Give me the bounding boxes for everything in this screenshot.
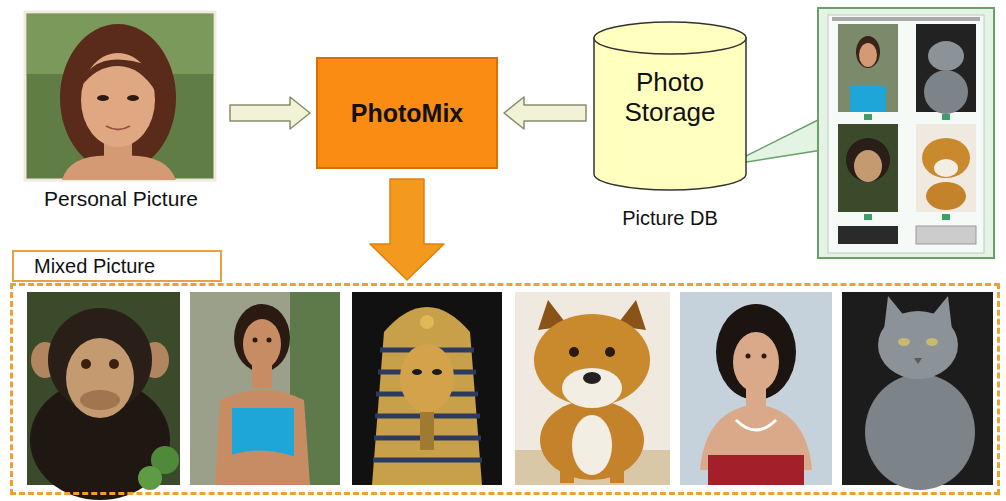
mixed-woman	[232, 408, 294, 456]
mixed-cg-woman	[762, 354, 767, 359]
output-region: Mixed Picture	[10, 283, 1000, 495]
personal-photo	[25, 12, 215, 180]
mixed-cat	[842, 292, 993, 490]
mixed-woman	[267, 338, 272, 343]
storage-callout	[942, 214, 950, 220]
mixed-woman	[234, 304, 290, 372]
storage-callout	[864, 114, 872, 120]
personal-photo	[25, 12, 215, 180]
mixed-pharaoh	[352, 292, 502, 485]
mixed-woman	[190, 292, 340, 485]
mixed-woman	[190, 292, 340, 485]
input-block-arrow	[230, 97, 310, 129]
mixed-pharaoh	[352, 292, 502, 485]
mixed-woman	[215, 390, 310, 485]
storage-callout	[838, 226, 898, 244]
mixed-pharaoh	[420, 315, 434, 329]
mixed-bulldog	[569, 347, 579, 357]
storage-callout	[924, 70, 968, 114]
storage-callout	[846, 138, 890, 182]
mixed-cg-woman	[708, 455, 804, 485]
personal-photo	[80, 60, 156, 92]
storage-callout	[850, 86, 886, 112]
mixed-chimp	[80, 390, 120, 410]
database-cylinder: Photo StoragePicture DB	[592, 20, 748, 234]
mixed-cat	[898, 338, 910, 346]
cylinder-body	[594, 38, 746, 190]
photo-node: Personal Picture	[18, 8, 224, 216]
mixed-cg-woman	[716, 304, 796, 400]
mixed-chimp	[109, 359, 119, 369]
mixed-chimp	[30, 380, 170, 500]
mixed-bulldog	[583, 372, 601, 384]
mixed-pharaoh	[400, 344, 454, 412]
mixed-bulldog	[540, 400, 644, 480]
database-caption: Picture DB	[622, 207, 718, 234]
database-label: Photo Storage	[605, 68, 735, 128]
mixed-cg-woman	[733, 332, 779, 392]
personal-photo	[106, 126, 130, 130]
mixed-cg-woman	[736, 420, 776, 430]
mixed-chimp	[138, 466, 162, 490]
storage-callout	[864, 214, 872, 220]
storage-callout	[916, 124, 976, 212]
mixed-chimp	[81, 359, 91, 369]
mixed-chimp	[66, 338, 134, 418]
cylinder-top	[594, 22, 746, 54]
mixed-woman	[243, 319, 281, 369]
mixed-bulldog	[610, 465, 624, 483]
mixed-pharaoh	[412, 369, 422, 375]
storage-callout	[942, 114, 950, 120]
mixed-woman	[218, 450, 308, 480]
storage-callout	[928, 41, 964, 71]
mixed-bulldog	[515, 292, 670, 485]
process-label: PhotoMix	[351, 99, 464, 128]
storage-callout	[838, 124, 898, 212]
output-block-arrow	[370, 179, 444, 280]
mixed-bulldog	[560, 465, 574, 483]
mixed-woman	[253, 338, 258, 343]
personal-photo	[127, 95, 139, 101]
mixed-bulldog	[515, 292, 670, 485]
storage-callout	[838, 24, 898, 112]
storage-callout	[832, 17, 980, 21]
storage-callout	[926, 182, 966, 210]
mixed-cat	[878, 311, 958, 379]
mixed-bulldog	[572, 415, 612, 475]
photo-caption: Personal Picture	[44, 187, 198, 211]
region-heading: Mixed Picture	[14, 255, 155, 278]
personal-photo	[81, 53, 155, 147]
mixed-bulldog	[562, 368, 622, 408]
storage-callout	[728, 8, 994, 258]
mixed-cg-woman	[746, 354, 751, 359]
storage-callout	[828, 15, 984, 253]
mixed-cat	[926, 338, 938, 346]
mixed-cg-woman	[680, 292, 832, 485]
personal-photo	[60, 24, 176, 172]
storage-callout	[922, 138, 970, 178]
storage-callout	[916, 226, 976, 244]
mixed-chimp	[27, 292, 180, 500]
process-box: PhotoMix	[316, 57, 498, 169]
storage-callout	[854, 150, 882, 182]
mixed-cg-woman	[680, 292, 832, 485]
personal-photo	[97, 95, 109, 101]
tab-label-box: Mixed Picture	[12, 250, 222, 282]
mixed-pharaoh	[372, 307, 482, 485]
storage-callout	[934, 159, 958, 177]
mixed-pharaoh	[420, 412, 434, 450]
mixed-pharaoh	[432, 369, 442, 375]
mixed-cat	[914, 358, 922, 364]
input-block-arrow	[504, 97, 586, 129]
storage-callout	[818, 8, 994, 258]
storage-callout	[859, 43, 877, 67]
storage-callout	[856, 36, 880, 68]
mixed-bulldog	[605, 347, 615, 357]
mixed-cat	[865, 374, 975, 490]
